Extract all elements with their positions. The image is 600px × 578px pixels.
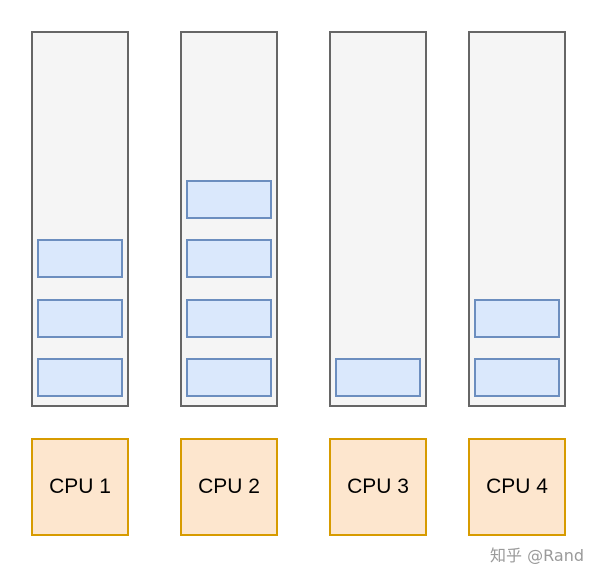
queued-task [186, 358, 272, 397]
cpu-4-box: CPU 4 [468, 438, 566, 536]
cpu-2-run-queue [180, 31, 278, 407]
cpu-3-run-queue [329, 31, 427, 407]
queued-task [186, 239, 272, 278]
queued-task [37, 358, 123, 397]
cpu-1-box: CPU 1 [31, 438, 129, 536]
cpu-4-run-queue [468, 31, 566, 407]
queued-task [474, 358, 560, 397]
queued-task [335, 358, 421, 397]
cpu-label: CPU 2 [198, 475, 260, 498]
queued-task [186, 299, 272, 338]
cpu-3-box: CPU 3 [329, 438, 427, 536]
cpu-label: CPU 4 [486, 475, 548, 498]
cpu-2-box: CPU 2 [180, 438, 278, 536]
queued-task [474, 299, 560, 338]
cpu-1-run-queue [31, 31, 129, 407]
queued-task [37, 299, 123, 338]
queued-task [37, 239, 123, 278]
cpu-label: CPU 1 [49, 475, 111, 498]
cpu-label: CPU 3 [347, 475, 409, 498]
watermark: 知乎 @Rand [490, 546, 584, 565]
queued-task [186, 180, 272, 219]
